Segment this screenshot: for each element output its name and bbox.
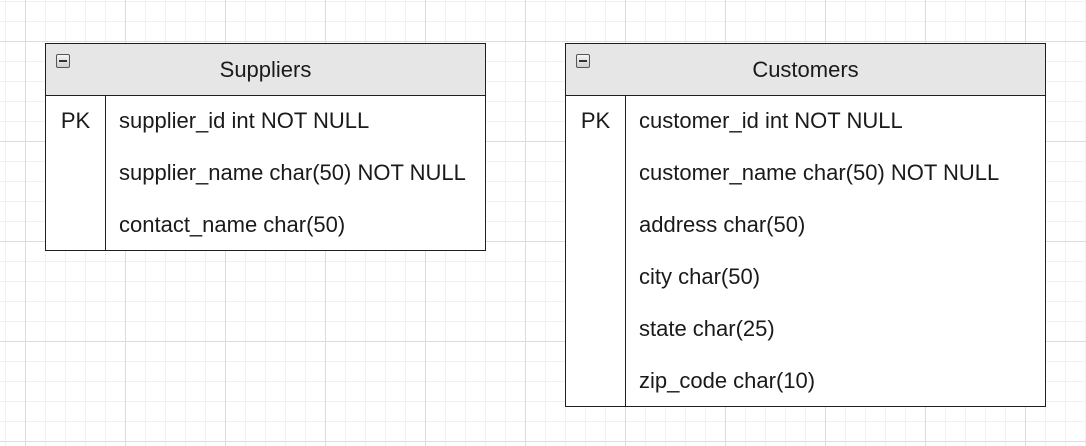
pk-label: PK: [60, 108, 91, 133]
entity-header[interactable]: Customers: [566, 44, 1045, 96]
field-row[interactable]: supplier_id int NOT NULL: [119, 108, 370, 133]
key-column: PK: [566, 96, 626, 406]
entity-body: PK customer_id int NOT NULL customer_nam…: [566, 96, 1045, 406]
pk-label: PK: [580, 108, 611, 133]
field-row[interactable]: customer_id int NOT NULL: [639, 108, 903, 133]
field-row[interactable]: customer_name char(50) NOT NULL: [639, 160, 1000, 185]
field-row[interactable]: zip_code char(10): [639, 368, 816, 393]
field-row[interactable]: city char(50): [639, 264, 761, 289]
entity-customers[interactable]: Customers PK customer_id int NOT NULL cu…: [565, 43, 1046, 407]
entity-body: PK supplier_id int NOT NULL supplier_nam…: [46, 96, 485, 250]
entity-header[interactable]: Suppliers: [46, 44, 485, 96]
field-row[interactable]: supplier_name char(50) NOT NULL: [119, 160, 466, 185]
field-list: supplier_id int NOT NULL supplier_name c…: [119, 96, 481, 250]
entity-title: Customers: [752, 57, 859, 82]
collapse-icon[interactable]: [56, 54, 70, 68]
key-column: PK: [46, 96, 106, 250]
field-list: customer_id int NOT NULL customer_name c…: [639, 96, 1041, 406]
entity-suppliers[interactable]: Suppliers PK supplier_id int NOT NULL su…: [45, 43, 486, 251]
collapse-icon[interactable]: [576, 54, 590, 68]
field-row[interactable]: address char(50): [639, 212, 806, 237]
field-row[interactable]: state char(25): [639, 316, 775, 341]
entity-title: Suppliers: [219, 57, 312, 82]
field-row[interactable]: contact_name char(50): [119, 212, 346, 237]
